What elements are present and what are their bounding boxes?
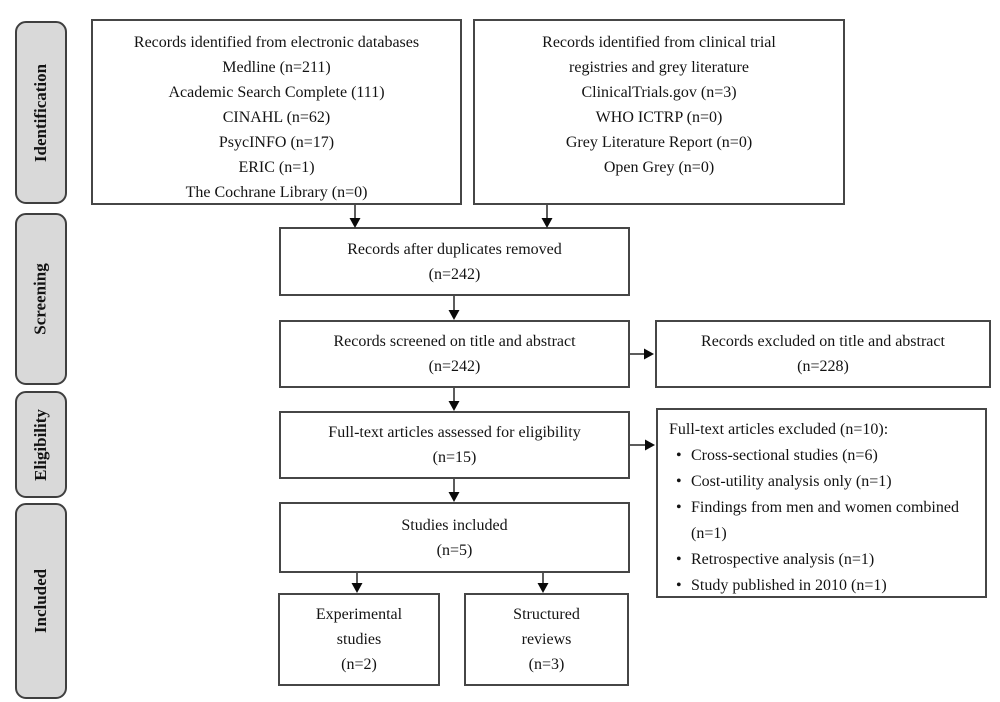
box-trial-registries-line: Records identified from clinical trial <box>542 34 776 51</box>
box-structured-reviews-count: (n=3) <box>528 656 565 673</box>
stage-eligibility-label: Eligibility <box>31 408 51 481</box>
box-fulltext-excluded: Full-text articles excluded (n=10): Cros… <box>656 408 987 599</box>
box-trial-registries-line: Grey Literature Report (n=0) <box>565 134 753 151</box>
box-duplicates-removed: Records after duplicates removed (n=242) <box>279 227 630 296</box>
box-electronic-databases-line: Academic Search Complete (111) <box>168 84 385 101</box>
box-trial-registries-line: ClinicalTrials.gov (n=3) <box>581 84 737 101</box>
box-experimental-studies: Experimental studies (n=2) <box>278 593 440 686</box>
box-studies-included-line: Studies included <box>401 516 508 534</box>
fulltext-excluded-item: Study published in 2010 (n=1) <box>676 573 977 599</box>
box-studies-included-count: (n=5) <box>436 541 473 559</box>
arrowhead <box>645 439 655 451</box>
box-records-screened: Records screened on title and abstract (… <box>279 320 630 388</box>
box-electronic-databases-line: ERIC (n=1) <box>238 159 315 176</box>
box-duplicates-removed-line: Records after duplicates removed <box>347 240 562 258</box>
fulltext-excluded-item: Retrospective analysis (n=1) <box>676 547 977 573</box>
fulltext-excluded-item: Cross-sectional studies (n=6) <box>676 443 977 469</box>
stage-screening-label: Screening <box>31 263 50 335</box>
stage-included-label: Included <box>31 568 50 634</box>
box-trial-registries-line: Open Grey (n=0) <box>603 159 715 176</box>
box-electronic-databases: Records identified from electronic datab… <box>91 19 462 205</box>
arrowhead <box>448 492 460 502</box>
arrowhead <box>448 310 460 320</box>
box-trial-registries-line: registries and grey literature <box>569 59 749 76</box>
box-experimental-studies-line: studies <box>336 631 382 648</box>
box-electronic-databases-line: CINAHL (n=62) <box>222 109 331 126</box>
arrowhead <box>351 583 363 593</box>
box-duplicates-removed-count: (n=242) <box>428 265 481 283</box>
box-records-screened-line: Records screened on title and abstract <box>333 333 576 350</box>
stage-identification-label: Identification <box>31 63 51 162</box>
box-trial-registries-line: WHO ICTRP (n=0) <box>595 109 723 126</box>
box-structured-reviews-line: reviews <box>521 631 572 648</box>
box-electronic-databases-line: The Cochrane Library (n=0) <box>185 184 368 201</box>
arrowhead <box>644 348 654 360</box>
box-records-excluded-count: (n=228) <box>797 358 849 375</box>
box-electronic-databases-line: Records identified from electronic datab… <box>133 34 420 51</box>
box-electronic-databases-line: Medline (n=211) <box>222 59 331 76</box>
box-experimental-studies-line: Experimental <box>315 606 403 623</box>
stage-screening: Screening <box>15 213 67 385</box>
box-structured-reviews-line: Structured <box>513 606 580 623</box>
box-fulltext-assessed-line: Full-text articles assessed for eligibil… <box>328 424 581 441</box>
box-studies-included: Studies included (n=5) <box>279 502 630 573</box>
stage-identification: Identification <box>15 21 67 204</box>
fulltext-excluded-list: Cross-sectional studies (n=6) Cost-utili… <box>669 443 977 599</box>
arrowhead <box>448 401 460 411</box>
box-records-screened-count: (n=242) <box>428 358 481 375</box>
fulltext-excluded-item: Cost-utility analysis only (n=1) <box>676 469 977 495</box>
box-records-excluded: Records excluded on title and abstract (… <box>655 320 991 388</box>
stage-included: Included <box>15 503 67 699</box>
arrowhead <box>537 583 549 593</box>
box-records-excluded-line: Records excluded on title and abstract <box>701 333 945 350</box>
box-electronic-databases-line: PsycINFO (n=17) <box>218 134 335 151</box>
box-structured-reviews: Structured reviews (n=3) <box>464 593 629 686</box>
box-fulltext-assessed-count: (n=15) <box>432 449 477 466</box>
box-experimental-studies-count: (n=2) <box>341 656 377 673</box>
box-fulltext-assessed: Full-text articles assessed for eligibil… <box>279 411 630 479</box>
box-fulltext-excluded-title: Full-text articles excluded (n=10): <box>669 421 889 438</box>
box-trial-registries: Records identified from clinical trial r… <box>473 19 845 205</box>
fulltext-excluded-item: Findings from men and women combined (n=… <box>676 495 977 547</box>
stage-eligibility: Eligibility <box>15 391 67 498</box>
